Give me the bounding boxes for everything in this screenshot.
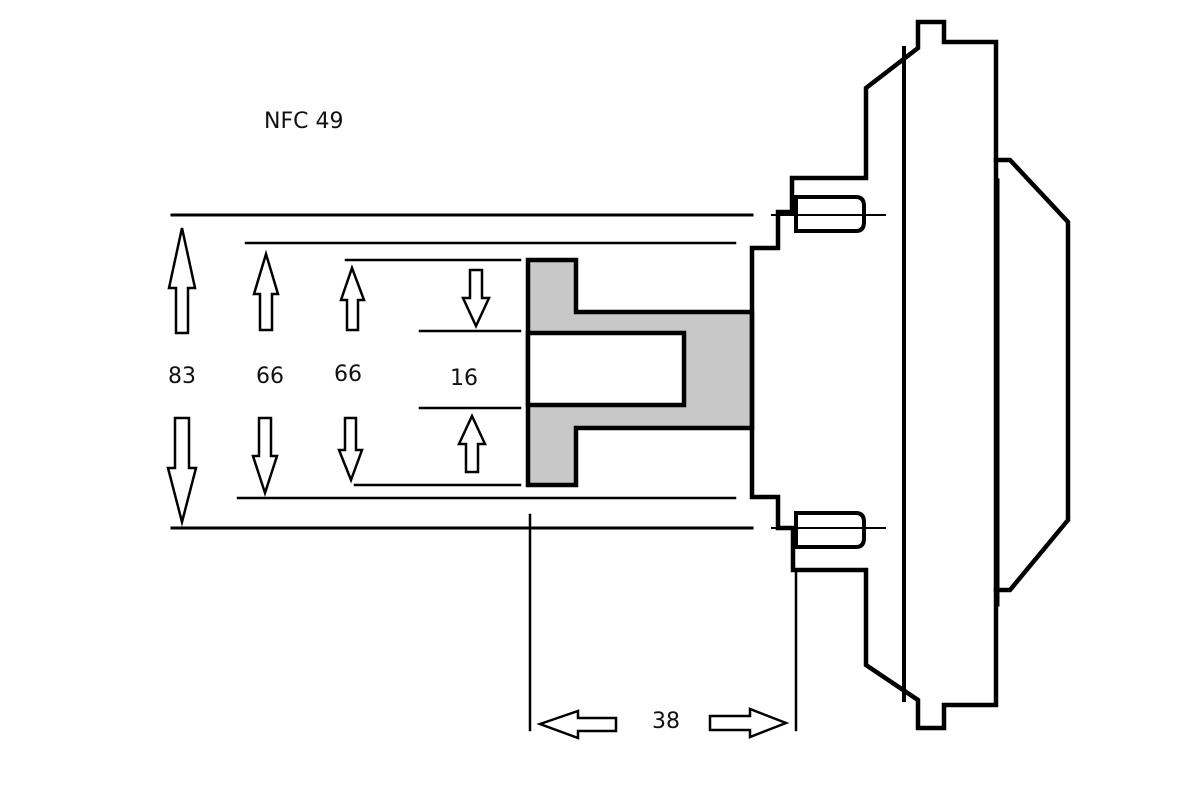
inner-dimension-lines (344, 258, 522, 487)
diagram-title: NFC 49 (264, 109, 344, 134)
stud-center-lines (771, 214, 886, 529)
arrow-down-66a (251, 416, 279, 498)
dimension-label-inner: 66 (334, 362, 362, 387)
arrow-up-83 (167, 227, 197, 335)
arrow-left-38 (536, 709, 618, 740)
arrow-up-66a (252, 249, 280, 332)
arrow-down-16 (461, 268, 491, 329)
bore-dimension-lines (418, 329, 522, 410)
dome (993, 157, 1071, 593)
arrow-down-83 (166, 416, 198, 527)
arrow-up-66b (339, 264, 366, 332)
arrow-up-16 (457, 413, 487, 474)
dimension-label-outer: 83 (168, 364, 196, 389)
dimension-label-bore: 16 (450, 366, 478, 391)
adapter-bore (525, 330, 687, 408)
depth-extension-lines (528, 513, 798, 732)
stud-bottom (794, 511, 866, 549)
arrow-down-66b (337, 416, 364, 484)
dimension-label-middle: 66 (256, 364, 284, 389)
stud-top (794, 195, 866, 233)
arrows (166, 227, 790, 740)
outer-dimension-lines (170, 213, 754, 530)
mounting-plate (749, 19, 999, 731)
dimension-label-depth: 38 (652, 709, 680, 734)
arrow-right-38 (708, 707, 790, 739)
middle-dimension-lines (236, 241, 737, 500)
